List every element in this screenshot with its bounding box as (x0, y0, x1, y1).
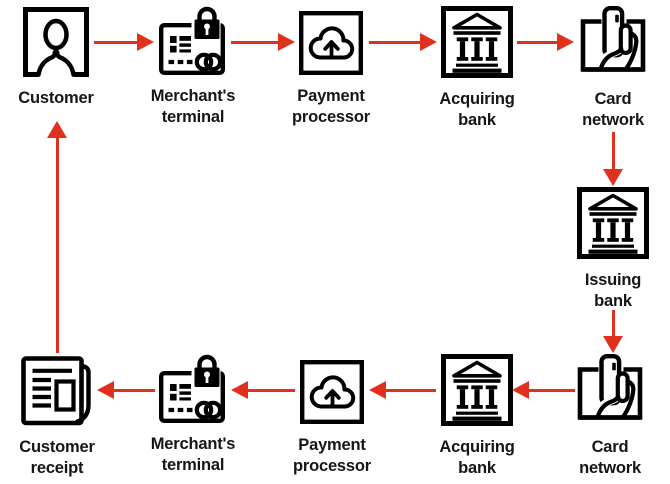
node-merchant-terminal-bottom: Merchant's terminal (133, 353, 253, 476)
receipt-icon (21, 356, 93, 426)
arrow-issuing-bank-to-card-network (603, 310, 623, 353)
bank-icon (441, 354, 513, 426)
node-label: Payment processor (293, 436, 371, 475)
node-label: Payment processor (292, 87, 370, 126)
arrow-acquiring-bank-to-payment-processor (369, 381, 436, 399)
person-icon (23, 7, 89, 77)
node-label: Merchant's terminal (150, 435, 236, 474)
node-acquiring-bank-bottom: Acquiring bank (417, 354, 537, 479)
node-acquiring-bank-top: Acquiring bank (417, 6, 537, 131)
node-payment-processor-bottom: Payment processor (272, 360, 392, 477)
node-label: Card network (579, 438, 641, 477)
arrow-card-network-to-acquiring-bank (512, 381, 575, 399)
arrow-customer-to-merchants-terminal (94, 33, 154, 51)
cloud-upload-icon (300, 360, 364, 424)
arrow-merchants-terminal-to-customer-receipt (97, 381, 155, 399)
node-label: Merchant's terminal (150, 87, 236, 126)
node-payment-processor-top: Payment processor (271, 11, 391, 128)
bank-icon (577, 187, 649, 259)
node-label: Customer (18, 89, 94, 107)
bank-icon (441, 6, 513, 78)
node-label: Issuing bank (584, 271, 642, 310)
arrow-merchants-terminal-to-payment-processor (231, 33, 295, 51)
node-label: Card network (582, 90, 644, 129)
node-issuing-bank: Issuing bank (553, 187, 670, 312)
node-label: Acquiring bank (439, 438, 515, 477)
node-customer-receipt: Customer receipt (0, 356, 117, 479)
node-merchant-terminal-top: Merchant's terminal (133, 5, 253, 128)
arrow-payment-processor-to-acquiring-bank (369, 33, 437, 51)
card-in-hand-icon (575, 354, 645, 426)
arrow-payment-processor-to-merchants-terminal (231, 381, 295, 399)
payment-terminal-icon (159, 5, 227, 75)
node-label: Acquiring bank (439, 90, 515, 129)
node-card-network-top: Card network (553, 6, 670, 131)
node-customer: Customer (0, 7, 116, 109)
payment-terminal-icon (159, 353, 227, 423)
node-label: Customer receipt (19, 438, 95, 477)
cloud-upload-icon (299, 11, 363, 75)
arrow-acquiring-bank-to-card-network (517, 33, 574, 51)
node-card-network-bottom: Card network (550, 354, 670, 479)
card-in-hand-icon (578, 6, 648, 78)
arrow-card-network-to-issuing-bank (603, 132, 623, 186)
arrow-customer-receipt-to-customer (47, 121, 67, 353)
